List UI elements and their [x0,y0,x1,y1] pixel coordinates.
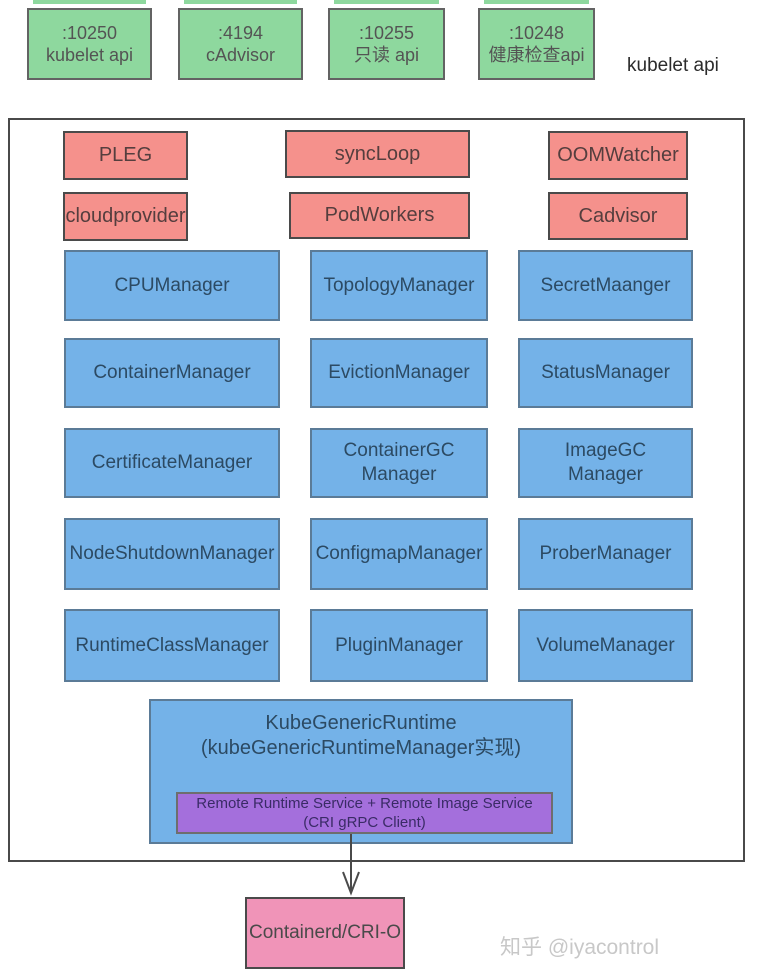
port-box-kubelet-api: :10250 kubelet api [27,8,152,80]
port-name: cAdvisor [205,45,276,65]
node-configmapmanager: ConfigmapManager [310,518,488,590]
node-runtimeclassmanager: RuntimeClassManager [64,609,280,682]
cropped-box-edge [334,0,439,4]
runtime-title-line1: KubeGenericRuntime [265,712,457,734]
node-oomwatcher: OOMWatcher [548,131,688,180]
node-probermanager: ProberManager [518,518,693,590]
cri-line2: (CRI gRPC Client) [303,814,426,831]
node-topologymanager: TopologyManager [310,250,488,321]
node-podworkers: PodWorkers [289,192,470,239]
port-name: 只读 api [353,45,420,65]
cropped-box-edge [184,0,297,4]
node-pleg: PLEG [63,131,188,180]
node-containergcmanager: ContainerGC Manager [310,428,488,498]
node-cpumanager: CPUManager [64,250,280,321]
port-box-readonly-api: :10255 只读 api [328,8,445,80]
cropped-box-edge [484,0,589,4]
node-syncloop: syncLoop [285,130,470,178]
node-certificatemanager: CertificateManager [64,428,280,498]
node-cri-grpc-client: Remote Runtime Service + Remote Image Se… [176,792,553,834]
arrow-runtime-to-containerd [342,834,360,896]
node-imagegcmanager: ImageGC Manager [518,428,693,498]
port-name: kubelet api [45,45,134,65]
port-box-cadvisor: :4194 cAdvisor [178,8,303,80]
port-box-healthz-api: :10248 健康检查api [478,8,595,80]
node-containermanager: ContainerManager [64,338,280,408]
kubelet-api-label: kubelet api [627,55,719,76]
runtime-title-line2: (kubeGenericRuntimeManager实现) [200,737,522,759]
port-number: :10250 [61,22,118,43]
port-number: :4194 [217,22,264,43]
node-cadvisor: Cadvisor [548,192,688,240]
node-statusmanager: StatusManager [518,338,693,408]
port-number: :10248 [508,22,565,43]
cri-line1: Remote Runtime Service + Remote Image Se… [196,794,533,812]
node-secretmanager: SecretMaanger [518,250,693,321]
node-containerd-crio: Containerd/CRI-O [245,897,405,969]
port-number: :10255 [358,22,415,43]
node-pluginmanager: PluginManager [310,609,488,682]
node-evictionmanager: EvictionManager [310,338,488,408]
node-nodeshutdownmanager: NodeShutdownManager [64,518,280,590]
port-name: 健康检查api [488,45,585,65]
node-cloudprovider: cloudprovider [63,192,188,241]
node-volumemanager: VolumeManager [518,609,693,682]
cropped-box-edge [33,0,146,4]
watermark: 知乎 @iyacontrol [500,936,660,959]
